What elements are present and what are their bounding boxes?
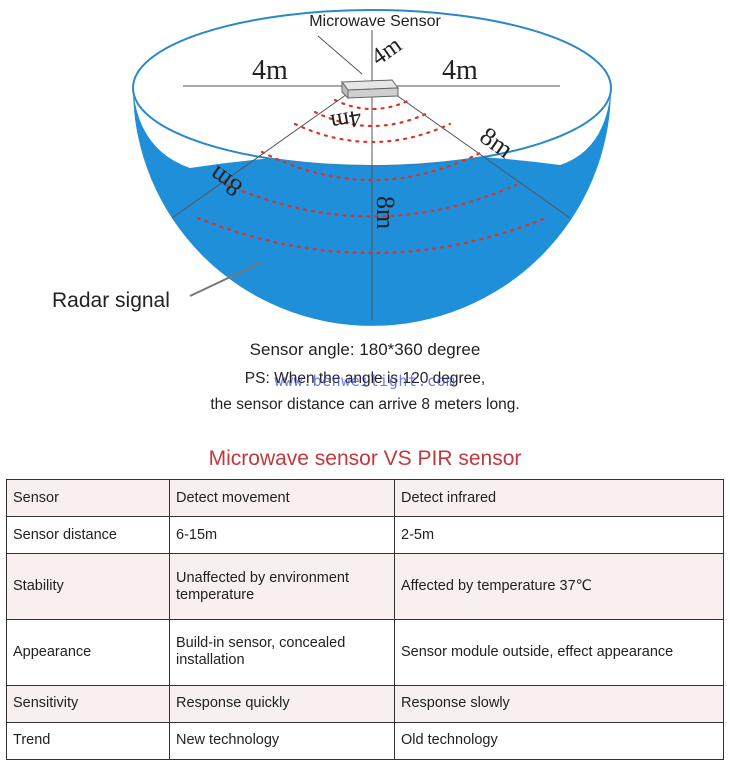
comparison-table: Sensor Detect movement Detect infrared S… (6, 478, 724, 761)
watermark: www.benweilight.com (274, 372, 456, 390)
angle-caption: Sensor angle: 180*360 degree (249, 340, 481, 359)
table-cell: Old technology (394, 721, 724, 761)
table-cell: Response quickly (169, 684, 395, 723)
table-cell: Sensor module outside, effect appearance (394, 618, 724, 686)
table-row: Trend New technology Old technology (6, 721, 724, 761)
detection-range-diagram: Microwave Sensor Radar signal 4m 4m 4m 4… (52, 9, 612, 326)
table-cell: Detect movement (169, 478, 395, 518)
radar-waves (196, 98, 548, 255)
table-cell: Affected by temperature 37℃ (394, 553, 724, 620)
table-cell: Appearance (6, 618, 170, 686)
distance-caption: the sensor distance can arrive 8 meters … (210, 396, 520, 413)
table-row: Sensor distance 6-15m 2-5m (6, 516, 724, 555)
label-left-4m: 4m (252, 55, 288, 86)
label-right-4m: 4m (442, 55, 478, 86)
sensor-label: Microwave Sensor (309, 13, 441, 30)
table-cell: Detect infrared (394, 478, 724, 518)
radar-pointer (189, 261, 263, 297)
table-row: Appearance Build-in sensor, concealed in… (6, 618, 724, 686)
sensor-box (341, 79, 399, 100)
comparison-title: Microwave sensor VS PIR sensor (208, 447, 522, 470)
table-cell: Sensitivity (6, 684, 170, 723)
radar-label: Radar signal (52, 289, 170, 312)
table-row: Stability Unaffected by environment temp… (6, 553, 724, 620)
table-cell: Unaffected by environment temperature (169, 553, 395, 620)
table-cell: Trend (6, 721, 170, 761)
table-cell: New technology (169, 721, 395, 761)
table-cell: Sensor (6, 478, 170, 518)
ps-caption: PS: When the angle is 120 degree, (244, 370, 486, 387)
label-down-8m: 8m (371, 196, 400, 229)
table-cell: Stability (6, 553, 170, 620)
table-row: Sensitivity Response quickly Response sl… (6, 684, 724, 723)
table-cell: Response slowly (394, 684, 724, 723)
table-cell: 2-5m (394, 516, 724, 555)
table-row: Sensor Detect movement Detect infrared (6, 478, 724, 518)
table-cell: Build-in sensor, concealed installation (169, 618, 395, 686)
label-front-4m: 4m (328, 104, 363, 135)
table-cell: Sensor distance (6, 516, 170, 555)
table-cell: 6-15m (169, 516, 395, 555)
